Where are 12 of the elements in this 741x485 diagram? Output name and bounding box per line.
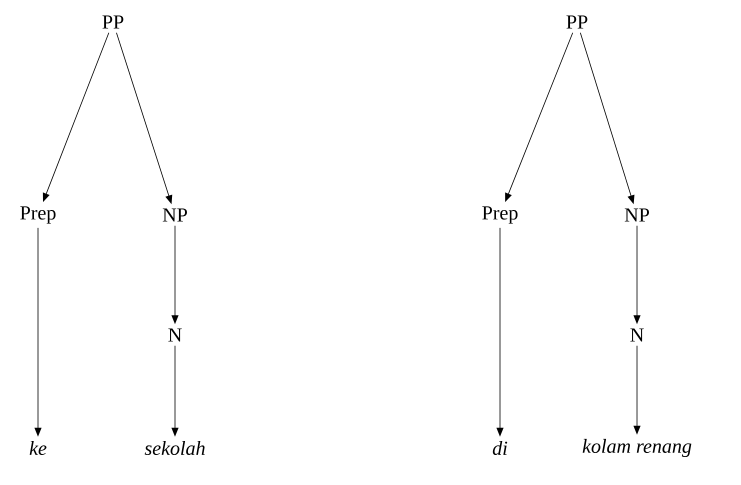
category-label: N <box>630 328 644 342</box>
word-label: di <box>492 440 508 456</box>
category-label: NP <box>162 208 187 222</box>
category-label: PP <box>102 15 124 29</box>
word-label: ke <box>30 440 46 456</box>
category-label: Prep <box>482 206 518 224</box>
category-label: NP <box>624 208 649 222</box>
word-label: sekolah <box>144 440 205 456</box>
category-label: PP <box>566 15 588 29</box>
category-label: Prep <box>20 206 56 224</box>
word-label: kolam renang <box>582 438 692 458</box>
category-label: N <box>168 328 182 342</box>
